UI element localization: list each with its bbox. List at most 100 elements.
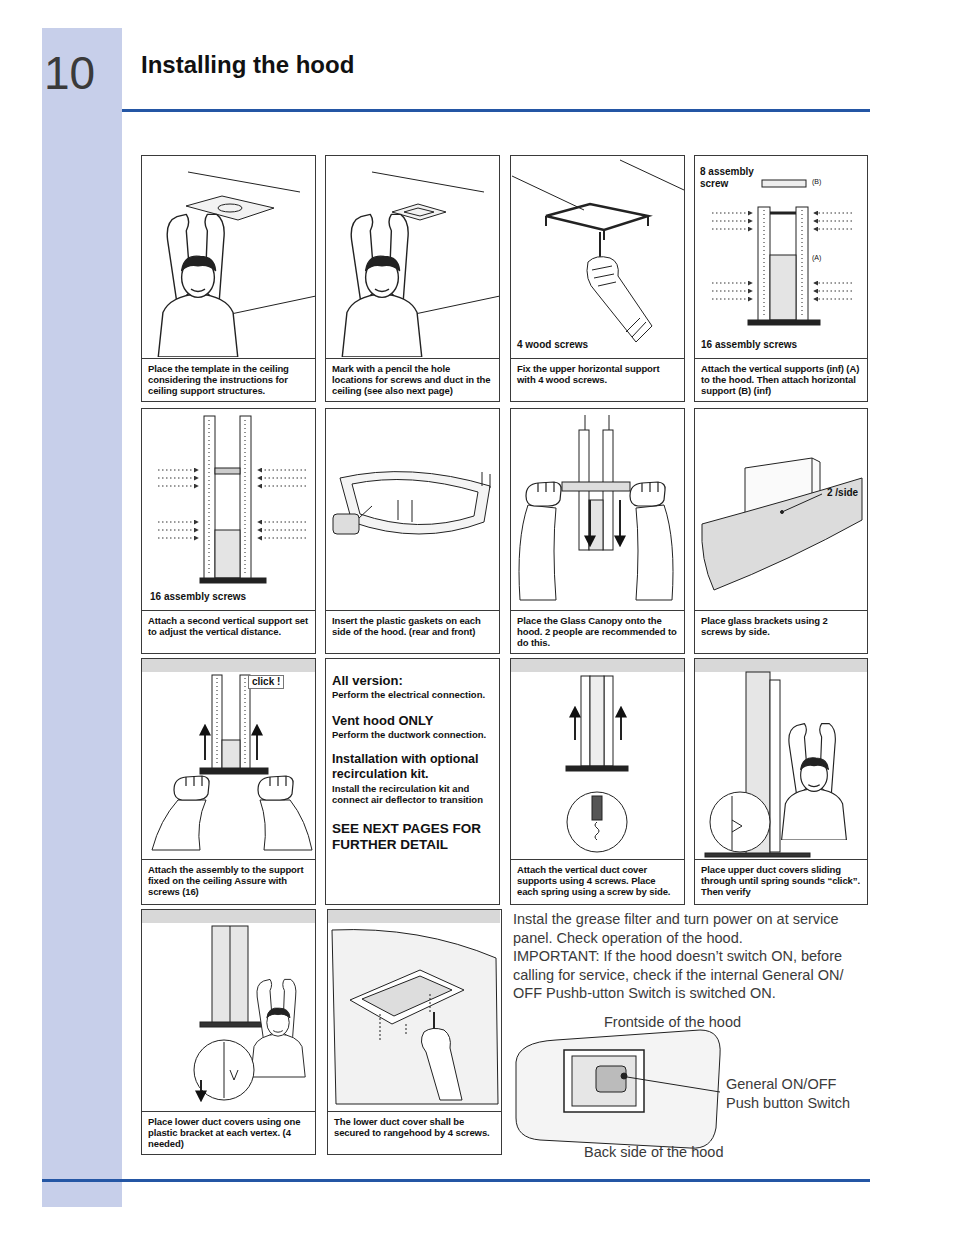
step-illustration: [200, 1022, 262, 1027]
step-caption: Attach the vertical supports (inf) (A) t…: [701, 363, 861, 396]
rule-line: [42, 1179, 870, 1182]
step-illustration: [710, 792, 770, 852]
step-illustration: [546, 204, 648, 230]
step-illustration: [647, 216, 649, 226]
part-label: 8 assembly screw: [700, 166, 762, 189]
step-illustration: [782, 724, 847, 840]
step-illustration: [595, 822, 599, 840]
step-illustration: [712, 213, 752, 214]
step-illustration: [545, 216, 547, 226]
step-caption: Place the Glass Canopy onto the hood. 2 …: [517, 615, 678, 648]
step-illustration: [240, 675, 250, 770]
caption-area: The lower duct cover shall be secured to…: [328, 1111, 501, 1154]
step-illustration: [158, 530, 198, 531]
step-panel: click ! Attach the assembly to the suppor…: [141, 658, 316, 905]
instruction-heading: Installation with optional recirculation…: [332, 752, 493, 782]
step-illustration: [158, 470, 198, 471]
step-illustration: [258, 776, 293, 800]
step-illustration: [564, 1050, 644, 1112]
part-label: 16 assembly screws: [701, 339, 797, 351]
step-illustration: [362, 976, 452, 1016]
step-panel: Place lower duct covers using one plasti…: [141, 909, 316, 1155]
instruction-heading: SEE NEXT PAGES FOR FURTHER DETAIL: [332, 821, 493, 853]
step-illustration: [204, 726, 206, 760]
step-illustration: [258, 538, 306, 539]
panel-header-strip: [511, 659, 684, 672]
step-illustration: [245, 420, 246, 576]
step-illustration: [712, 291, 752, 292]
part-label: 16 assembly screws: [150, 591, 246, 603]
step-illustration: [224, 1042, 225, 1098]
step-illustration: [258, 478, 306, 479]
step-caption: Place the template in the ceiling consid…: [148, 363, 309, 396]
step-illustration: [342, 214, 422, 357]
step-illustration: [589, 500, 591, 545]
instruction-heading: All version:: [332, 673, 493, 688]
step-illustration: [398, 500, 399, 520]
callout-label: General ON/OFF Push button Switch: [726, 1075, 864, 1112]
caption-area: Place lower duct covers using one plasti…: [142, 1111, 315, 1154]
step-illustration: [380, 1014, 381, 1040]
step-illustration: [526, 482, 561, 506]
step-illustration: [258, 486, 306, 487]
instruction-text: Install the recirculation kit and connec…: [332, 783, 493, 805]
instruction-text: Perform the electrical connection.: [332, 689, 493, 700]
step-illustration: [158, 522, 198, 523]
step-illustration: [258, 522, 306, 523]
step-illustration: [712, 283, 752, 284]
panel-header-strip: [328, 910, 500, 923]
step-illustration: [589, 500, 603, 550]
step-illustration: [814, 299, 852, 300]
part-label: (B): [812, 178, 821, 186]
caption-area: Place glass brackets using 2 screws by s…: [695, 610, 867, 653]
step-illustration: [258, 530, 306, 531]
step-illustration: [245, 678, 246, 766]
step-illustration: [596, 1066, 626, 1092]
rule-line: [42, 109, 870, 1182]
panel-header-strip: [142, 910, 315, 923]
panel-header-strip: [142, 659, 315, 672]
step-illustration: [333, 514, 359, 534]
step-panel: Place the template in the ceiling consid…: [141, 155, 316, 402]
step-illustration: [712, 213, 852, 299]
step-illustration: [702, 478, 862, 590]
step-illustration: [516, 1030, 720, 1148]
instruction-block: All version:Perform the electrical conne…: [326, 659, 499, 853]
step-caption: Attach the assembly to the support fixed…: [148, 864, 309, 897]
step-illustration: [200, 768, 268, 774]
part-label: 4 wood screws: [517, 339, 588, 351]
rule-line: [122, 109, 870, 112]
step-illustration: [604, 676, 613, 766]
step-illustration: [572, 1056, 636, 1106]
step-illustration: [230, 926, 231, 1022]
caption-area: Attach the vertical duct cover supports …: [511, 859, 684, 904]
step-illustration: [764, 210, 765, 318]
step-illustration: [352, 480, 478, 525]
step-illustration: [796, 207, 808, 322]
step-illustration: [194, 1040, 254, 1100]
step-illustration: [627, 1077, 720, 1092]
step-illustration: [340, 472, 490, 534]
step-illustration: [590, 676, 604, 766]
page-title: Installing the hood: [141, 51, 354, 79]
step-illustration: [158, 538, 198, 539]
step-caption: Place lower duct covers using one plasti…: [148, 1116, 309, 1149]
callout-label: Frontside of the hood: [604, 1013, 741, 1032]
caption-area: Attach the assembly to the support fixed…: [142, 859, 315, 904]
step-illustration: [592, 796, 602, 820]
step-illustration: [174, 776, 209, 800]
step-illustration: [215, 468, 240, 474]
caption-area: Fix the upper horizontal support with 4 …: [511, 358, 684, 401]
caption-area: Insert the plastic gaskets on each side …: [326, 610, 499, 653]
step-illustration: [200, 578, 266, 583]
step-illustration: [630, 482, 665, 506]
step-illustration: [566, 766, 628, 771]
step-illustration: [603, 230, 605, 240]
part-label: click !: [248, 675, 284, 689]
step-illustration: [158, 486, 198, 487]
instruction-heading: Vent hood ONLY: [332, 713, 493, 728]
caption-area: Place the template in the ceiling consid…: [142, 358, 315, 401]
step-illustration: [562, 482, 630, 491]
step-caption: Attach a second vertical support set to …: [148, 615, 309, 637]
